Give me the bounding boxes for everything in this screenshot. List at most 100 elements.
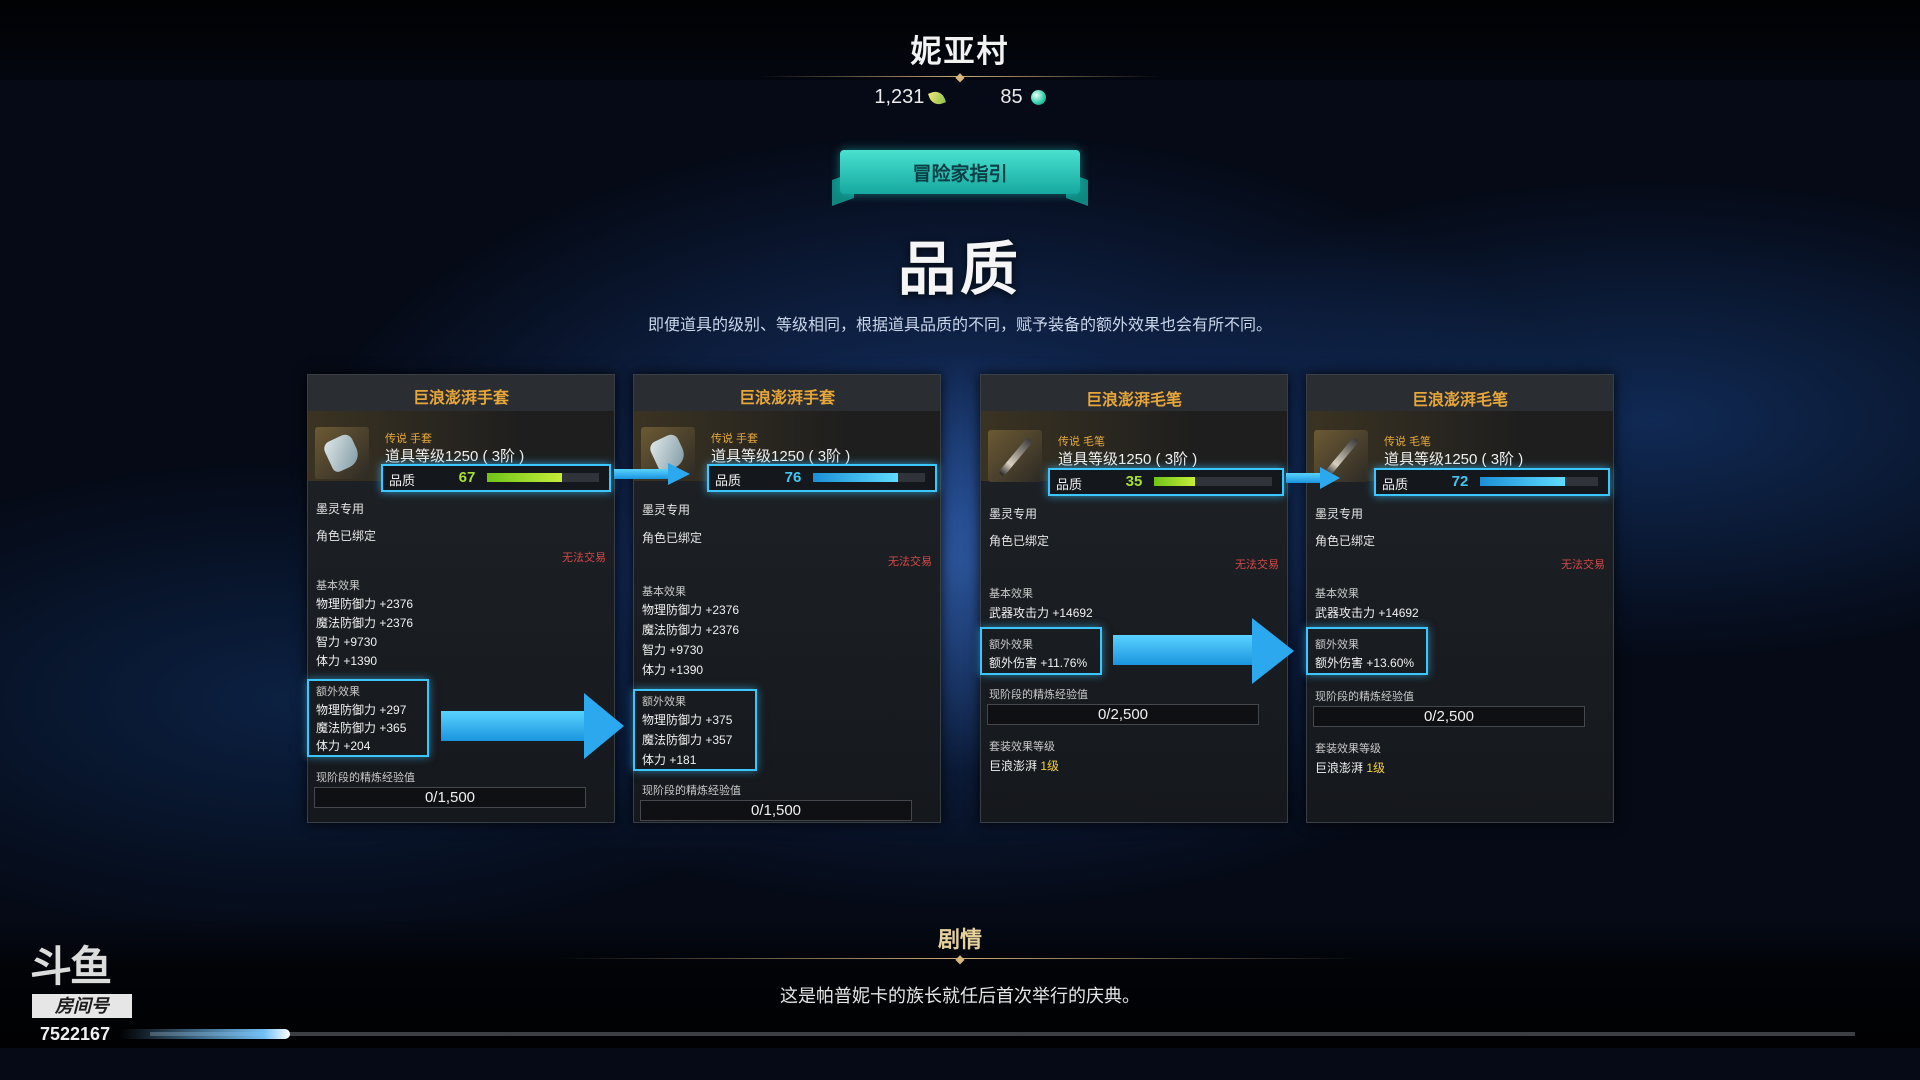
exp-label: 现阶段的精炼经验值	[642, 785, 741, 797]
card-header	[981, 375, 1287, 411]
exp-bar: 0/1,500	[640, 800, 912, 821]
item-level: 道具等级1250 ( 3阶 )	[1384, 451, 1524, 468]
quality-bar-fill	[1154, 477, 1196, 486]
basic-effect-title: 基本效果	[989, 588, 1033, 600]
extra-stat: 体力 +181	[642, 753, 697, 767]
set-effect-line: 巨浪澎湃 1级	[989, 757, 1059, 774]
extra-effect-title: 额外效果	[1315, 639, 1359, 651]
basic-stat: 体力 +1390	[316, 654, 378, 668]
basic-effect-title: 基本效果	[316, 580, 360, 592]
untradable-label: 无法交易	[562, 552, 606, 564]
set-name: 巨浪澎湃	[1315, 761, 1364, 775]
orb-currency-icon	[1030, 90, 1046, 106]
dialogue-progress-track	[150, 1032, 1855, 1036]
top-band	[0, 0, 1920, 80]
exp-bar: 0/1,500	[314, 787, 586, 808]
set-effect-line: 巨浪澎湃 1级	[1315, 759, 1385, 776]
extra-effect-highlight	[307, 679, 429, 757]
extra-effect-highlight	[980, 627, 1102, 675]
leaf-currency-icon	[928, 88, 947, 107]
untradable-label: 无法交易	[1561, 559, 1605, 571]
extra-stat: 物理防御力 +375	[642, 713, 733, 727]
exp-value: 0/2,500	[1423, 708, 1475, 725]
brush-icon	[988, 430, 1042, 482]
set-effect-title: 套装效果等级	[989, 741, 1055, 753]
basic-stat: 体力 +1390	[642, 663, 704, 677]
item-title: 巨浪澎湃手套	[412, 390, 509, 407]
item-type: 传说 毛笔	[1058, 436, 1106, 448]
extra-stat: 额外伤害 +11.76%	[989, 656, 1088, 670]
exp-value: 0/2,500	[1097, 706, 1149, 723]
item-title: 巨浪澎湃手套	[738, 390, 835, 407]
guide-ribbon-label: 冒险家指引	[912, 164, 1008, 185]
item-type: 传说 手套	[385, 433, 433, 445]
set-name: 巨浪澎湃	[989, 759, 1038, 773]
quality-bar	[487, 473, 599, 482]
basic-stat: 武器攻击力 +14692	[989, 606, 1093, 620]
quality-bar	[1480, 477, 1598, 486]
exp-label: 现阶段的精炼经验值	[316, 772, 415, 784]
story-title: 剧情	[937, 927, 982, 952]
bound-status: 角色已绑定	[642, 531, 703, 545]
item-card-1: 巨浪澎湃手套 传说 手套 道具等级1250 ( 3阶 ) 品质 67 墨灵专用 …	[307, 374, 615, 823]
basic-stat: 魔法防御力 +2376	[642, 623, 740, 637]
exp-value: 0/1,500	[750, 802, 802, 819]
quality-bar	[813, 473, 925, 482]
item-title: 巨浪澎湃毛笔	[1411, 392, 1508, 409]
currency-a-value: 1,231	[874, 86, 925, 109]
item-card-2: 巨浪澎湃手套 传说 手套 道具等级1250 ( 3阶 ) 品质 76 墨灵专用 …	[633, 374, 941, 823]
quality-bar	[1154, 477, 1272, 486]
card-header	[308, 375, 614, 411]
extra-stat: 魔法防御力 +357	[642, 733, 733, 747]
basic-stat: 物理防御力 +2376	[316, 597, 414, 611]
set-level: 1级	[1366, 761, 1386, 775]
extra-effect-highlight	[1306, 627, 1428, 675]
guide-ribbon	[840, 150, 1080, 194]
quality-value: 72	[1451, 473, 1469, 490]
extra-stat: 额外伤害 +13.60%	[1315, 656, 1415, 670]
exp-bar: 0/2,500	[987, 704, 1259, 725]
quality-bar-fill	[487, 473, 563, 482]
item-title: 巨浪澎湃毛笔	[1085, 392, 1182, 409]
quality-box: 品质 35	[1048, 468, 1284, 496]
basic-stat: 智力 +9730	[642, 643, 704, 657]
extra-effect-title: 额外效果	[316, 686, 360, 698]
quality-label: 品质	[389, 473, 416, 488]
class-restriction: 墨灵专用	[989, 507, 1038, 521]
basic-stat: 魔法防御力 +2376	[316, 616, 414, 630]
basic-effect-title: 基本效果	[1315, 588, 1359, 600]
quality-bar-fill	[1480, 477, 1565, 486]
basic-effect-title: 基本效果	[642, 586, 686, 598]
card-header	[1307, 375, 1613, 411]
extra-stat: 魔法防御力 +365	[316, 721, 407, 735]
item-type: 传说 毛笔	[1384, 436, 1432, 448]
exp-label: 现阶段的精炼经验值	[989, 689, 1088, 701]
exp-bar: 0/2,500	[1313, 706, 1585, 727]
class-restriction: 墨灵专用	[642, 503, 691, 517]
item-level: 道具等级1250 ( 3阶 )	[1058, 451, 1198, 468]
item-level: 道具等级1250 ( 3阶 )	[711, 448, 851, 465]
quality-value: 76	[784, 469, 802, 486]
extra-stat: 物理防御力 +297	[316, 703, 407, 717]
quality-value: 35	[1125, 473, 1143, 490]
item-type: 传说 手套	[711, 433, 759, 445]
set-level: 1级	[1040, 759, 1060, 773]
ornament-icon: ◆	[955, 952, 965, 966]
quality-label: 品质	[1056, 477, 1083, 492]
guide-heading: 品质	[897, 237, 1022, 302]
basic-stat: 武器攻击力 +14692	[1315, 606, 1419, 620]
location-title: 妮亚村	[910, 34, 1010, 69]
title-divider	[760, 76, 1160, 77]
extra-effect-title: 额外效果	[989, 639, 1033, 651]
guide-description: 即便道具的级别、等级相同，根据道具品质的不同，赋予装备的额外效果也会有所不同。	[647, 317, 1272, 334]
extra-stat: 体力 +204	[316, 739, 371, 753]
class-restriction: 墨灵专用	[316, 502, 365, 516]
basic-stat: 物理防御力 +2376	[642, 603, 740, 617]
untradable-label: 无法交易	[1235, 559, 1279, 571]
story-dialogue: 这是帕普妮卡的族长就任后首次举行的庆典。	[780, 986, 1140, 1006]
bound-status: 角色已绑定	[989, 534, 1050, 548]
class-restriction: 墨灵专用	[1315, 507, 1364, 521]
bound-status: 角色已绑定	[316, 529, 377, 543]
quality-label: 品质	[1382, 477, 1409, 492]
